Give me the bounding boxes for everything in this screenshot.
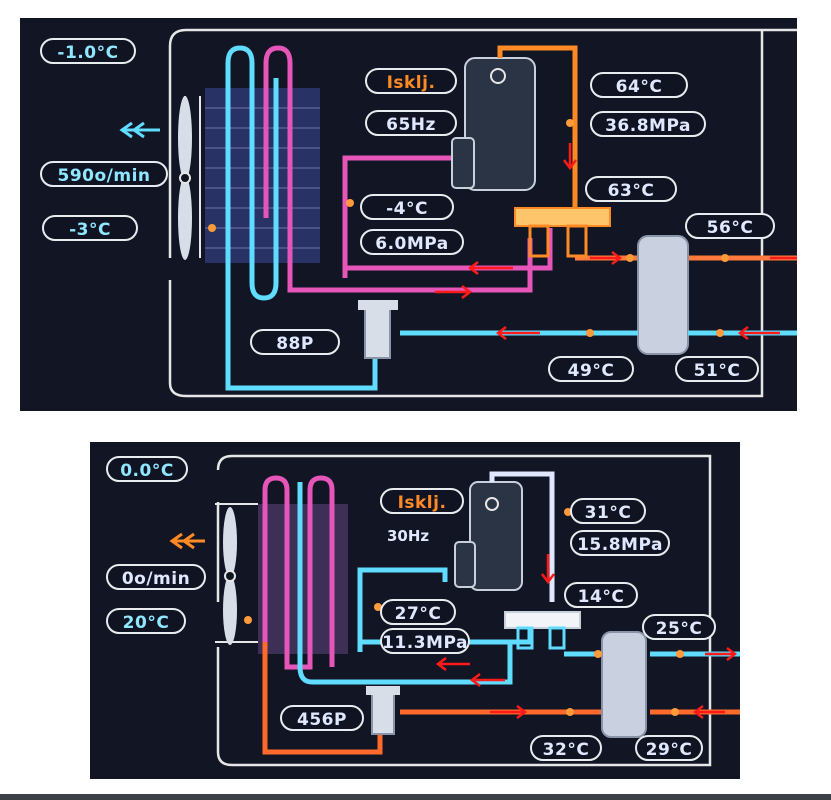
fan-icon (215, 503, 258, 645)
compressor-icon (454, 481, 523, 591)
top-refrigerant-diagram (119, 28, 797, 398)
water-return-temp-pill: 29°C (635, 735, 703, 761)
outdoor-temp-pill: 0.0°C (106, 456, 188, 482)
valve-temp-pill: 63°C (585, 176, 677, 202)
discharge-temp-pill: 31°C (570, 498, 646, 524)
coil-temp-pill: -3°C (42, 215, 138, 241)
airflow-arrow-icon (119, 121, 160, 139)
suction-temp-pill: 27°C (380, 599, 456, 625)
four-way-valve (504, 611, 581, 650)
discharge-temp-pill: 64°C (590, 72, 688, 98)
expansion-valve-icon (366, 686, 400, 735)
fan-speed-pill: 590o/min (40, 161, 168, 187)
heat-exchanger-icon (601, 631, 647, 738)
water-return-temp-pill: 51°C (675, 356, 759, 382)
compressor-icon (451, 57, 536, 191)
expansion-steps-pill: 456P (280, 705, 364, 731)
coil-block (205, 88, 320, 263)
frequency-pill: 65Hz (365, 110, 457, 136)
frequency-label: 30Hz (387, 527, 430, 545)
suction-pressure-pill: 6.0MPa (360, 229, 464, 255)
fan-speed-pill: 0o/min (106, 564, 206, 590)
mode-label-pill: Isklj. (365, 68, 457, 94)
expansion-steps-pill: 88P (250, 329, 340, 355)
suction-temp-pill: -4°C (360, 194, 454, 220)
flow-arrow-icon (435, 554, 738, 719)
bottom-strip (0, 794, 831, 800)
hx-out-temp-pill: 25°C (642, 614, 716, 640)
discharge-pressure-pill: 15.8MPa (570, 530, 670, 556)
airflow-arrow-icon (169, 532, 205, 550)
four-way-valve (514, 207, 611, 258)
flow-arrow-icon (435, 143, 797, 340)
liquid-temp-pill: 49°C (548, 356, 634, 382)
fan-icon (178, 96, 201, 260)
bottom-refrigerant-diagram (169, 454, 740, 767)
discharge-pressure-pill: 36.8MPa (590, 111, 706, 137)
outdoor-temp-pill: -1.0°C (40, 38, 136, 64)
bottom-heat-pump-panel: 0.0°C 0o/min 20°C Isklj. 30Hz 31°C 15.8M… (90, 442, 740, 779)
valve-temp-pill: 14°C (564, 582, 638, 608)
top-heat-pump-panel: -1.0°C 590o/min -3°C Isklj. 65Hz 64°C 36… (20, 18, 797, 411)
liquid-temp-pill: 32°C (530, 735, 602, 761)
coil-temp-pill: 20°C (106, 608, 186, 634)
mode-label-pill: Isklj. (380, 488, 464, 514)
hx-out-temp-pill: 56°C (685, 213, 775, 239)
heat-exchanger-icon (637, 235, 689, 355)
expansion-valve-icon (358, 300, 398, 359)
suction-pressure-pill: 11.3MPa (380, 628, 470, 654)
